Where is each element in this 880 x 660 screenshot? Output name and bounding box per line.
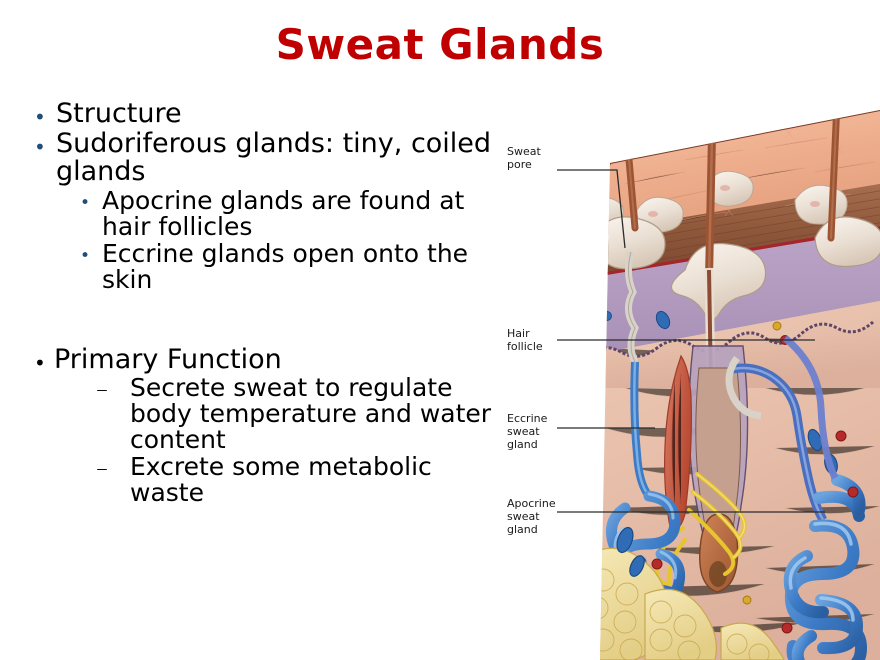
- sweat-droplets: [600, 170, 880, 320]
- list-item: • Apocrine glands are found at hair foll…: [80, 185, 504, 241]
- bullet-dot-icon: •: [34, 350, 46, 375]
- figure-label-hair-follicle: Hair follicle: [507, 327, 543, 353]
- list-item-text: Sudoriferous glands: tiny, coiled glands: [56, 127, 492, 188]
- list-item-text: Excrete some metabolic waste: [130, 452, 432, 508]
- bullet-dot-icon: •: [80, 192, 91, 213]
- basal-cell-layer: [600, 320, 874, 358]
- list-item-text: Secrete sweat to regulate body temperatu…: [130, 373, 492, 455]
- bullet-list: • Structure • Sudoriferous glands: tiny,…: [34, 98, 504, 507]
- blank-line: [34, 294, 504, 346]
- apocrine-gland-highlight: [788, 521, 855, 622]
- list-item-text: Eccrine glands open onto the skin: [102, 238, 469, 294]
- skin-diagram-svg: [557, 110, 880, 660]
- list-item: • Eccrine glands open onto the skin: [80, 238, 504, 294]
- figure-label-apocrine-sweat-gland: Apocrine sweat gland: [507, 497, 556, 536]
- nerve-highlight: [692, 473, 746, 559]
- list-item: – Secrete sweat to regulate body tempera…: [96, 375, 504, 453]
- sweat-pore-droplet: [600, 216, 666, 270]
- skin-block: [600, 110, 880, 660]
- block-left-edge: [600, 162, 611, 235]
- dash-icon: –: [96, 375, 108, 404]
- list-item: – Excrete some metabolic waste: [96, 454, 504, 506]
- capillary-loop: [782, 335, 839, 480]
- skin-cross-section-figure: Sweat pore Hair follicle Eccrine sweat g…: [485, 88, 880, 660]
- list-item-text: Primary Function: [54, 343, 282, 375]
- bullet-dot-icon: •: [80, 245, 91, 266]
- page-title: Sweat Glands: [275, 20, 605, 69]
- bullet-dot-icon: •: [34, 105, 46, 129]
- dash-icon: –: [96, 454, 108, 483]
- list-item-text: Apocrine glands are found at hair follic…: [102, 185, 465, 241]
- list-item: • Sudoriferous glands: tiny, coiled glan…: [34, 127, 504, 188]
- muscle-striations: [671, 373, 682, 509]
- leader-lines: [557, 169, 825, 513]
- dermal-papilla: [709, 561, 727, 587]
- list-item: • Structure: [34, 98, 504, 129]
- list-item: • Primary Function: [34, 343, 504, 375]
- figure-label-sweat-pore: Sweat pore: [507, 145, 541, 171]
- apocrine-duct-upper: [725, 355, 762, 420]
- figure-label-eccrine-sweat-gland: Eccrine sweat gland: [507, 412, 548, 451]
- adipose-tissue: [600, 547, 785, 660]
- list-item-text: Structure: [56, 98, 182, 129]
- bullet-dot-icon: •: [34, 134, 46, 159]
- hair-pore-droplet: [670, 242, 767, 320]
